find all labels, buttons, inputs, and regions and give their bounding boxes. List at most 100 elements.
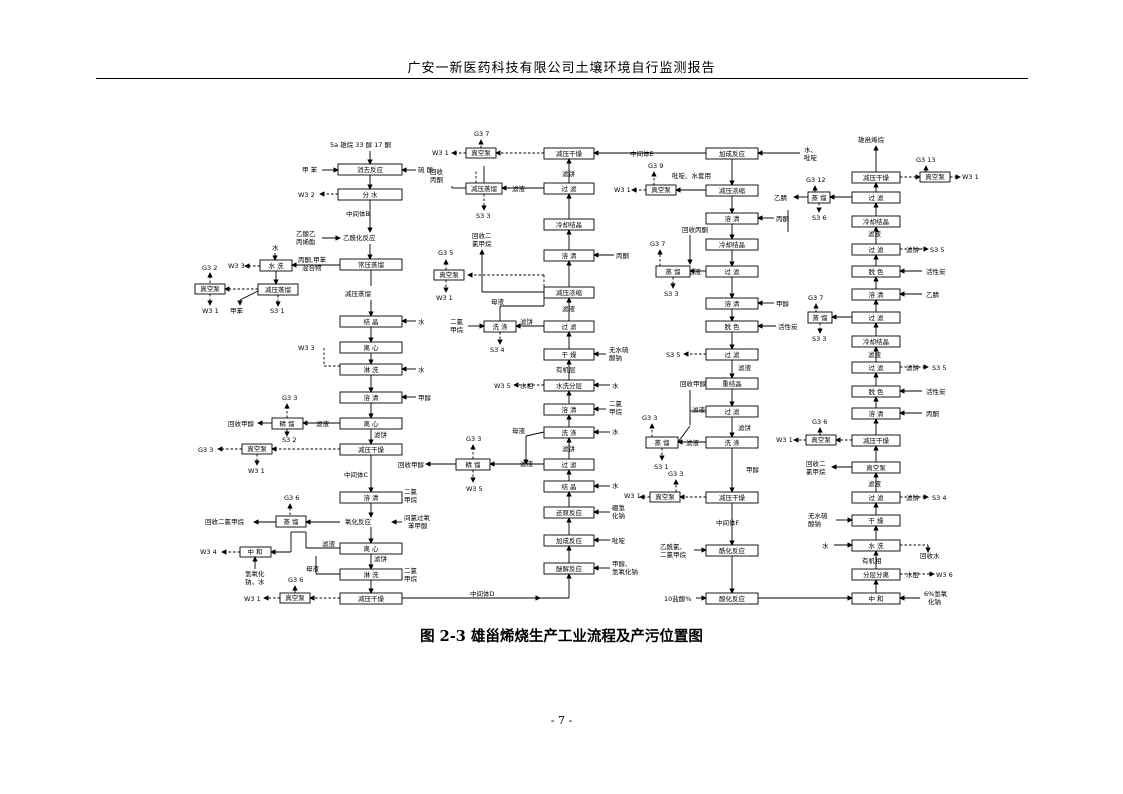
svg-text:脱 色: 脱 色 <box>724 322 740 331</box>
text-u22: W3 5 <box>494 382 511 390</box>
process-box-b12: 离 心 <box>339 417 403 430</box>
process-box-d11: 重结晶 <box>705 377 759 390</box>
text-v15: S3 5 <box>666 351 680 359</box>
svg-text:还原反应: 还原反应 <box>556 508 583 517</box>
text-u2: W3 1 <box>432 149 449 157</box>
text-u7: S3 3 <box>476 212 490 220</box>
process-box-b10: 淋 洗 <box>339 363 403 376</box>
svg-text:真空泵: 真空泵 <box>925 172 945 181</box>
svg-text:冷却结晶: 冷却结晶 <box>719 240 745 249</box>
process-box-d7: 过 滤 <box>705 265 759 278</box>
svg-text:常压蒸馏: 常压蒸馏 <box>358 260 385 269</box>
process-box-c7: 真空泵 <box>433 269 465 281</box>
process-box-c15: 过 滤 <box>543 458 595 471</box>
svg-text:离 心: 离 心 <box>363 544 379 553</box>
process-box-c2: 真空泵 <box>465 147 497 159</box>
text-t14: 甲苯 <box>230 306 244 315</box>
process-box-e14: 溶 清 <box>851 407 901 420</box>
process-box-e20: 水 洗 <box>851 539 901 552</box>
svg-text:洗 涤: 洗 涤 <box>561 428 577 437</box>
text-u19: 无水硫 <box>609 345 629 354</box>
svg-text:冷却结晶: 冷却结晶 <box>863 217 889 226</box>
svg-text:过 滤: 过 滤 <box>868 313 884 322</box>
flow-line <box>239 290 259 301</box>
text-u10: 丙酮 <box>616 252 630 260</box>
text-t13: W3 1 <box>202 307 219 315</box>
process-box-d16: 真空泵 <box>649 491 681 503</box>
text-v11: 滤液 <box>688 267 702 276</box>
text-u38: 甲醇、 <box>612 559 632 568</box>
process-box-e3: 蒸 馏 <box>807 191 831 204</box>
process-box-d14: 洗 涤 <box>705 436 759 449</box>
process-box-e21: 分层分离 <box>851 568 901 581</box>
svg-text:蒸 馏: 蒸 馏 <box>812 313 828 322</box>
process-box-c19: 加成反应 <box>543 534 595 547</box>
svg-text:溶 清: 溶 清 <box>363 393 379 402</box>
text-t34: 回收二氯甲烷 <box>205 517 245 526</box>
svg-text:酸化反应: 酸化反应 <box>719 594 746 603</box>
text-u27: 水 <box>612 427 619 436</box>
svg-text:过 滤: 过 滤 <box>724 267 740 276</box>
text-t21: G3 3 <box>282 394 297 402</box>
text-u4: 丙酮 <box>430 176 444 184</box>
process-box-b16: 溶 清 <box>339 491 403 504</box>
text-u13: 母液 <box>491 297 505 306</box>
process-box-d8: 溶 清 <box>705 297 759 310</box>
svg-text:真空泵: 真空泵 <box>200 284 220 293</box>
svg-text:水 洗: 水 洗 <box>868 541 884 550</box>
svg-text:结 晶: 结 晶 <box>363 317 378 326</box>
text-w4: G3 12 <box>806 176 826 184</box>
svg-text:真空泵: 真空泵 <box>866 463 886 472</box>
text-t6: 乙酸乙 <box>296 229 316 238</box>
svg-text:溶 清: 溶 清 <box>561 251 577 260</box>
text-w23: 滤液 <box>868 479 882 488</box>
text-v29: 10盐酸% <box>664 594 691 603</box>
text-t18: W3 3 <box>298 344 315 352</box>
flow-line <box>677 425 691 443</box>
text-v4: G3 9 <box>648 162 663 170</box>
text-u18: S3 4 <box>490 346 504 354</box>
svg-text:减压干燥: 减压干燥 <box>863 436 890 445</box>
process-box-b15: 真空泵 <box>241 443 273 455</box>
text-t1: 5a 雄烷 33 醇 17 酮 <box>330 140 391 149</box>
process-box-b11: 溶 清 <box>339 391 403 404</box>
text-t12: G3 2 <box>202 264 217 272</box>
process-box-c8: 减压浓缩 <box>543 286 595 299</box>
process-box-b14: 减压干燥 <box>339 443 403 456</box>
text-t35: W3 4 <box>200 548 217 556</box>
text-u25: 二氯 <box>609 399 623 408</box>
text-w27: 酸钠 <box>808 519 821 528</box>
process-box-e2: 真空泵 <box>919 171 951 183</box>
svg-text:脱 色: 脱 色 <box>868 267 884 276</box>
text-t28: 中间体C <box>344 470 369 479</box>
text-w20: W3 1 <box>776 436 793 444</box>
text-u9: 氯甲烷 <box>472 239 492 248</box>
text-w15: 滤饼 <box>906 363 920 372</box>
process-box-e10: 蒸 馏 <box>807 311 833 324</box>
process-box-c18: 还原反应 <box>543 506 595 519</box>
text-t2: 甲 苯 <box>302 165 318 174</box>
text-u26: 甲烷 <box>609 407 623 416</box>
process-box-e18: 过 滤 <box>851 491 901 504</box>
text-u12: W3 1 <box>436 294 453 302</box>
text-t15: S3 1 <box>270 307 284 315</box>
process-box-b17: 氧化反应 <box>345 517 372 526</box>
svg-text:加成反应: 加成反应 <box>719 149 746 158</box>
process-box-c3: 减压蒸馏 <box>465 182 503 195</box>
text-u28: 母液 <box>512 426 526 435</box>
text-t20: 甲醇 <box>418 393 432 402</box>
text-w22: 氯甲烷 <box>806 467 826 476</box>
text-w19: G3 6 <box>812 418 827 426</box>
figure-caption: 图 2-3 雄甾烯烧生产工业流程及产污位置图 <box>420 628 703 645</box>
process-box-c9: 过 滤 <box>543 320 595 333</box>
text-w24: 滤饼 <box>906 493 920 502</box>
text-v8: 丙酮 <box>776 215 790 223</box>
svg-text:过 滤: 过 滤 <box>868 245 884 254</box>
text-t25: 滤饼 <box>374 430 388 439</box>
text-u36: 化钠 <box>612 511 625 520</box>
svg-text:真空泵: 真空泵 <box>285 593 305 602</box>
process-box-e9: 过 滤 <box>851 311 901 324</box>
svg-text:中 和: 中 和 <box>247 547 262 556</box>
svg-text:淋 洗: 淋 洗 <box>363 570 379 579</box>
text-w17: 活性炭 <box>926 387 946 396</box>
